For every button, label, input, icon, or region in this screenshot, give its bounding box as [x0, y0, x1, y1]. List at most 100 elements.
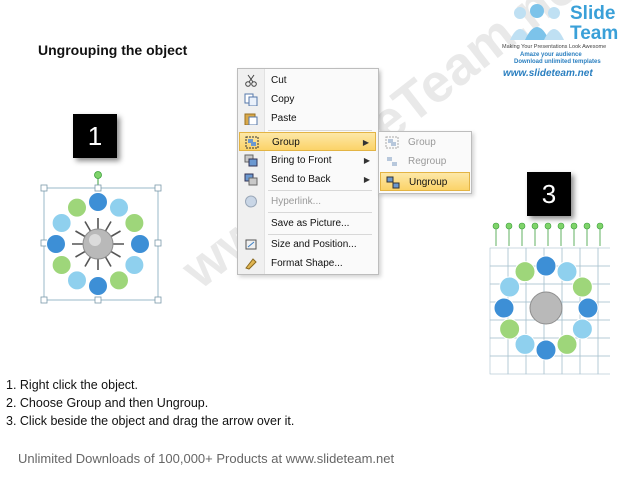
people-logo-icon	[510, 4, 564, 40]
slide-title: Ungrouping the object	[38, 42, 188, 58]
menu-item-label: Save as Picture...	[271, 218, 350, 229]
logo-name-line1: Slide	[570, 3, 616, 24]
rotation-handle	[544, 222, 552, 230]
selection-grid-cell	[561, 355, 581, 375]
rotation-handle	[518, 222, 526, 230]
ring-circle	[124, 213, 145, 233]
format-shape-icon	[244, 257, 258, 270]
ring-circle	[556, 333, 578, 355]
ring-circle	[88, 192, 108, 212]
selection-grid-cell	[507, 355, 527, 375]
menu-separator	[268, 212, 372, 213]
selection-grid-cell	[597, 301, 617, 321]
selection-grid-cell	[597, 319, 617, 339]
menu-item-label: Paste	[271, 113, 297, 124]
ring-circle	[130, 234, 150, 254]
ungrouped-object[interactable]	[482, 222, 617, 378]
selection-grid-cell	[561, 301, 581, 321]
menu-item-format-shape[interactable]: Format Shape...	[239, 254, 376, 273]
ring-circle	[46, 234, 66, 254]
ring-circle	[556, 261, 578, 283]
logo-promo-1: Amaze your audience	[520, 52, 582, 58]
logo-url[interactable]: www.slideteam.net	[503, 68, 593, 79]
menu-item-save-as-picture[interactable]: Save as Picture...	[239, 214, 376, 233]
grouped-circles-diagram[interactable]	[40, 170, 164, 305]
selection-grid-cell	[579, 247, 599, 267]
rotation-handle	[505, 222, 513, 230]
submenu-arrow-icon: ▶	[362, 138, 369, 147]
submenu-item-label: Group	[408, 137, 436, 148]
ring-circle	[514, 261, 536, 283]
ring-circle	[499, 318, 521, 340]
selection-grid-cell	[579, 337, 599, 357]
instruction-list: 1. Right click the object. 2. Choose Gro…	[6, 376, 294, 430]
menu-item-paste[interactable]: Paste	[239, 109, 376, 128]
ungrouped-circles-diagram[interactable]	[482, 222, 617, 378]
ungroup-icon	[386, 176, 400, 189]
menu-item-label: Copy	[271, 94, 295, 105]
menu-item-label: Format Shape...	[271, 258, 343, 269]
menu-item-label: Bring to Front	[271, 155, 332, 166]
ring-circle	[535, 339, 557, 361]
selection-grid-cell	[489, 247, 509, 267]
ring-circle	[535, 255, 557, 277]
copy-icon	[244, 93, 258, 107]
selection-grid-cell	[597, 355, 617, 375]
menu-item-size-and-position[interactable]: Size and Position...	[239, 235, 376, 254]
menu-separator	[268, 234, 372, 235]
menu-item-label: Size and Position...	[271, 239, 357, 250]
paste-icon	[244, 112, 258, 126]
menu-item-label: Cut	[271, 75, 287, 86]
submenu-arrow-icon: ▶	[363, 156, 370, 165]
slideteam-logo	[506, 2, 570, 42]
regroup-icon	[385, 155, 399, 168]
selection-grid-cell	[489, 355, 509, 375]
ring-circle	[67, 270, 87, 291]
selection-grid-cell	[579, 355, 599, 375]
menu-item-group[interactable]: Group ▶	[239, 132, 376, 151]
ring-circle	[51, 255, 72, 275]
instruction-step-3: 3. Click beside the object and drag the …	[6, 414, 295, 428]
submenu-item-group[interactable]: Group	[380, 133, 470, 152]
ring-circle	[514, 333, 536, 355]
logo-tagline: Making Your Presentations Look Awesome	[502, 44, 607, 50]
menu-item-label: Send to Back	[271, 174, 331, 185]
selection-grid-cell	[597, 283, 617, 303]
rotation-handle	[557, 222, 565, 230]
ring-circle	[571, 318, 593, 340]
ring-circle	[577, 297, 599, 319]
menu-item-bring-to-front[interactable]: Bring to Front ▶	[239, 151, 376, 170]
logo-promo-2: Download unlimited templates	[514, 59, 601, 65]
context-menu: Cut Copy Paste Group ▶ Bring to Front ▶ …	[237, 68, 379, 275]
selection-grid-cell	[597, 265, 617, 285]
ring-circle	[109, 270, 129, 291]
group-icon	[385, 136, 399, 149]
group-submenu: Group Regroup Ungroup	[378, 131, 472, 194]
submenu-item-ungroup[interactable]: Ungroup	[380, 172, 470, 191]
menu-item-label: Group	[272, 137, 300, 148]
grouped-object[interactable]	[40, 170, 164, 305]
ring-circle	[109, 197, 129, 218]
ring-circle	[493, 297, 515, 319]
menu-item-send-to-back[interactable]: Send to Back ▶	[239, 170, 376, 189]
ring-circle	[51, 213, 72, 233]
menu-item-hyperlink[interactable]: Hyperlink...	[239, 192, 376, 211]
step-badge-1: 1	[73, 114, 117, 158]
center-circle	[529, 291, 563, 325]
submenu-item-regroup[interactable]: Regroup	[380, 152, 470, 171]
ring-circle	[124, 255, 145, 275]
selection-grid-cell	[489, 337, 509, 357]
footer-text: Unlimited Downloads of 100,000+ Products…	[18, 451, 395, 466]
submenu-item-label: Regroup	[408, 156, 447, 167]
rotation-handle	[583, 222, 591, 230]
menu-item-copy[interactable]: Copy	[239, 90, 376, 109]
menu-item-cut[interactable]: Cut	[239, 71, 376, 90]
rotation-handle	[596, 222, 604, 230]
rotation-handle	[570, 222, 578, 230]
instruction-step-1: 1. Right click the object.	[6, 378, 139, 392]
hyperlink-icon	[244, 195, 258, 208]
ring-circle	[499, 276, 521, 298]
step-badge-3: 3	[527, 172, 571, 216]
ring-circle	[67, 197, 87, 218]
group-icon	[245, 136, 259, 149]
